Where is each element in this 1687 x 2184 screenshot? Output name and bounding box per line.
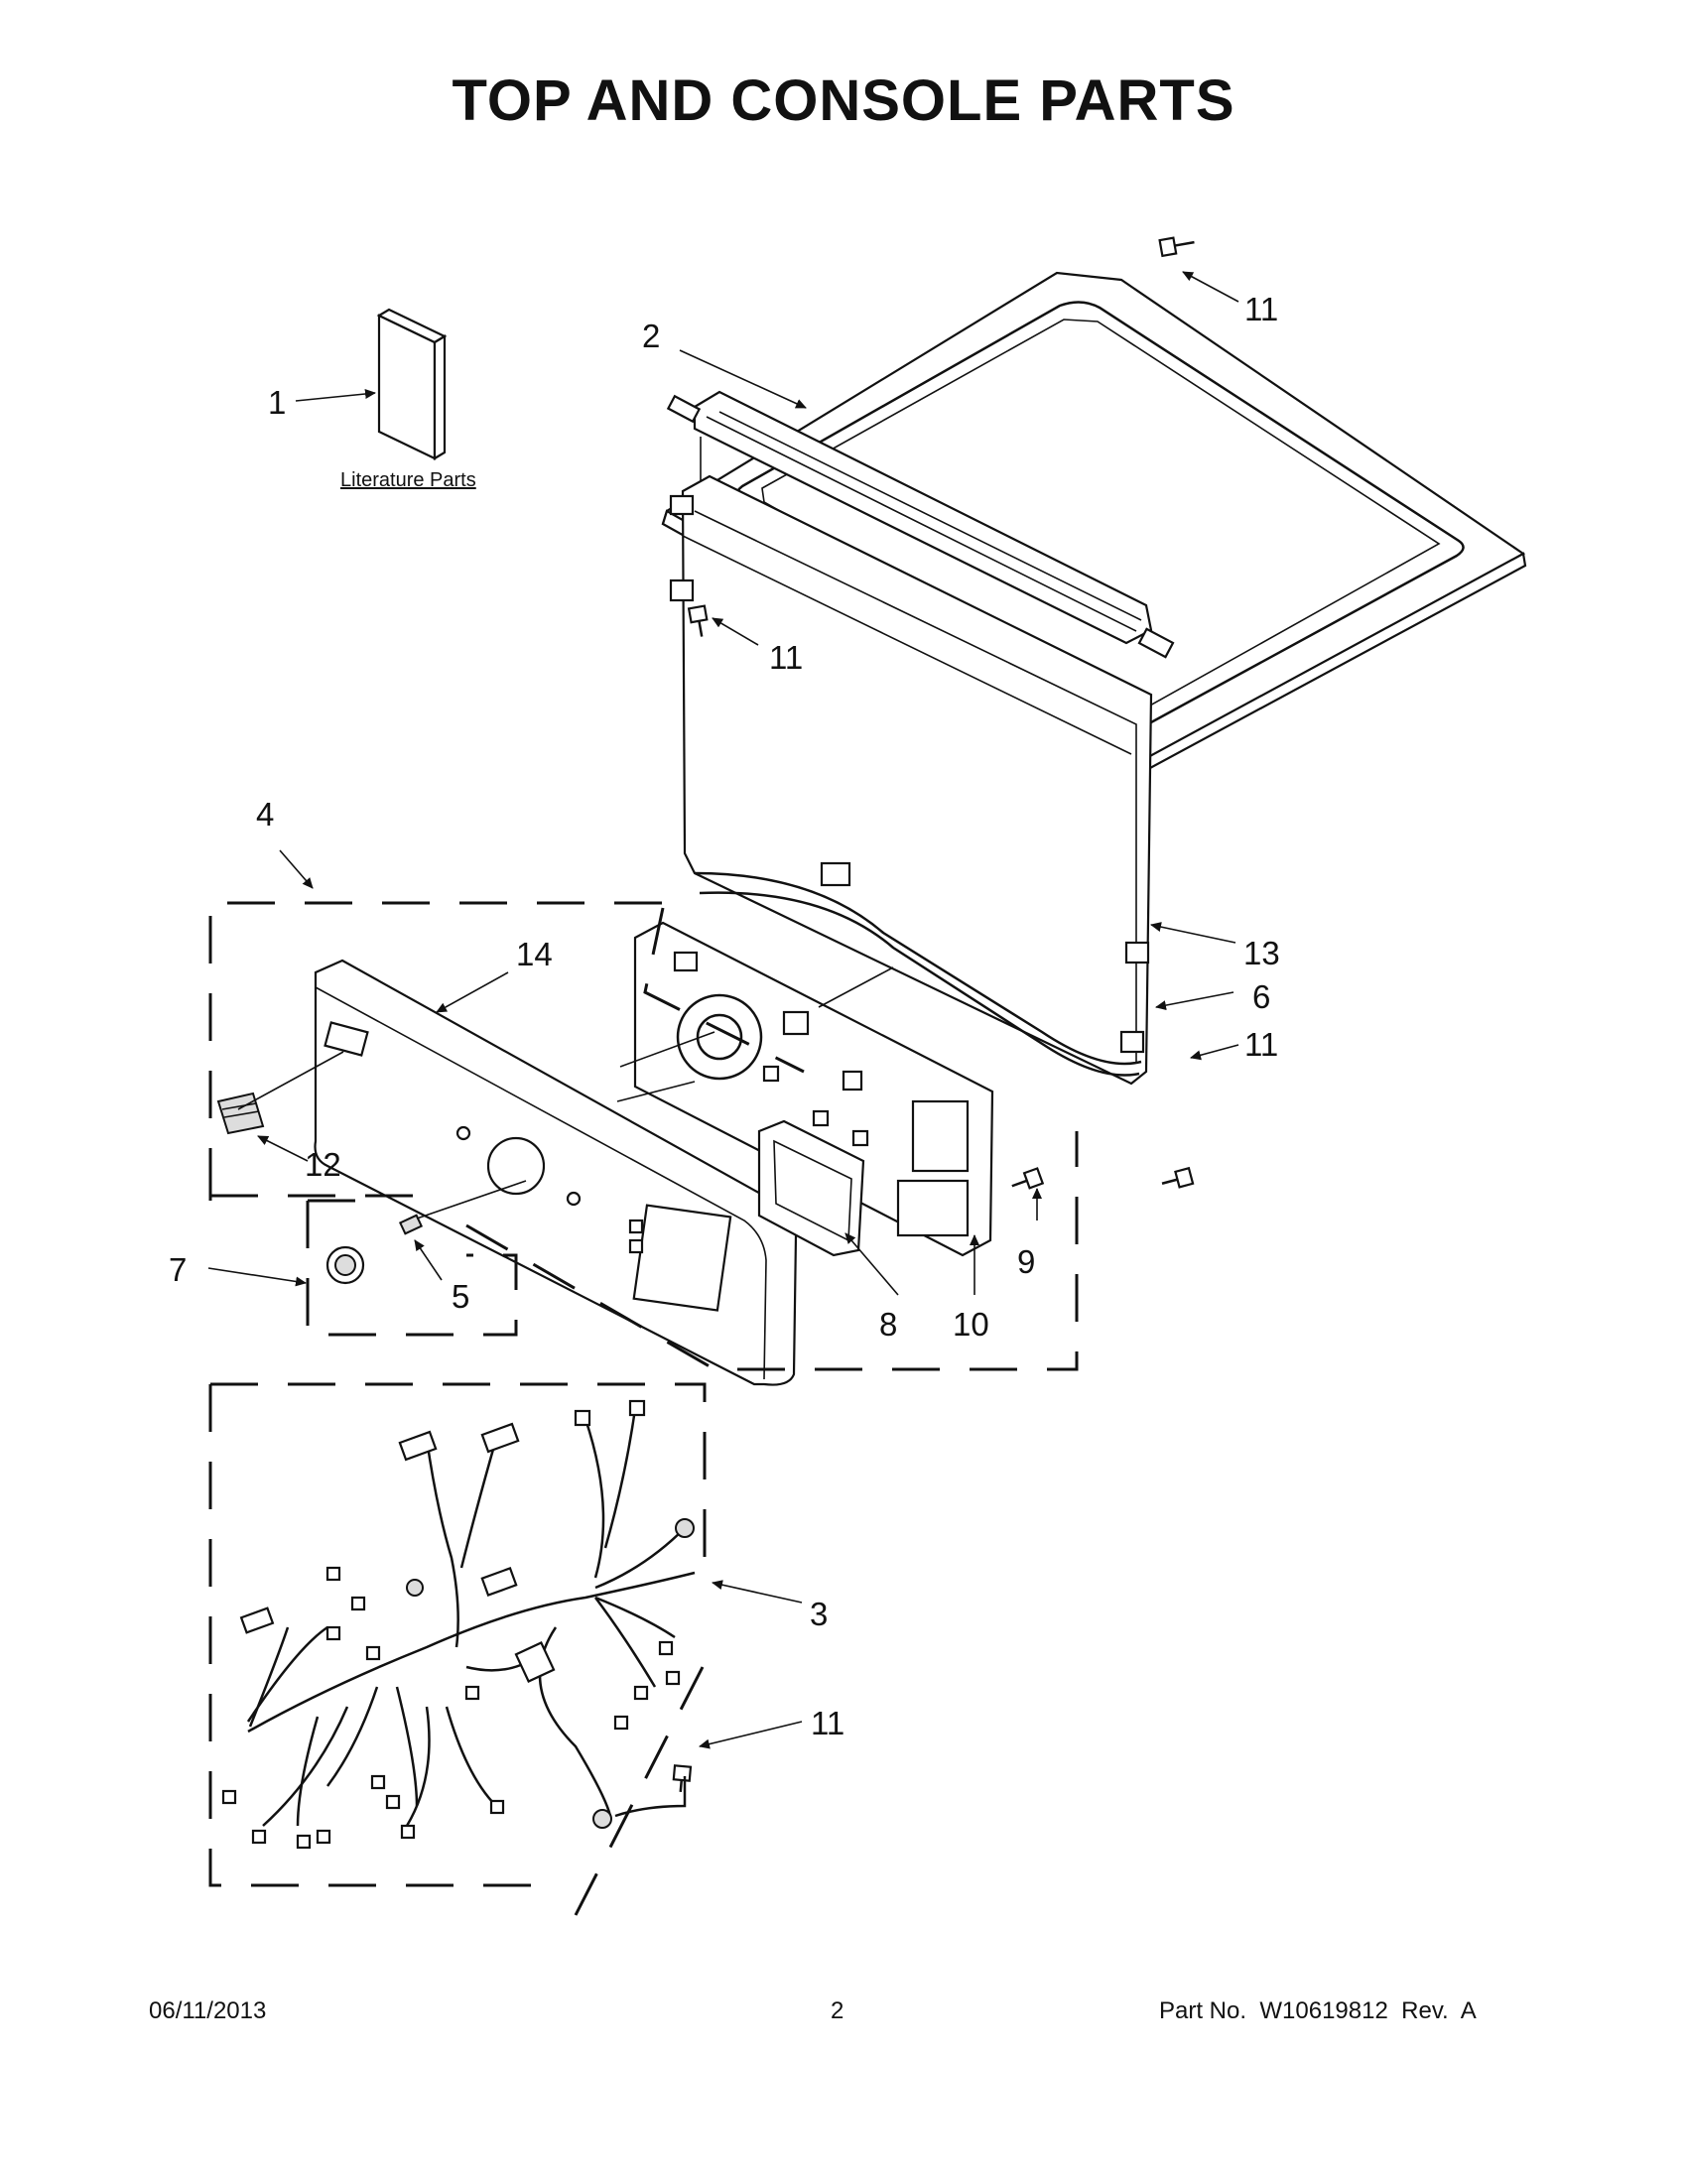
literature-booklet [376, 308, 448, 460]
console-frame [669, 474, 1153, 1086]
callout-5: 5 [452, 1278, 470, 1315]
callout-6: 6 [1252, 978, 1271, 1015]
callout-1: 1 [268, 384, 287, 421]
group-box-harness [208, 1382, 707, 1916]
callout-11-side: 11 [1244, 1026, 1279, 1063]
control-board [633, 921, 994, 1257]
screws [672, 236, 1195, 1793]
callout-12: 12 [305, 1146, 341, 1183]
knob [325, 1245, 365, 1285]
footer-date: 06/11/2013 [149, 1997, 267, 2024]
callout-3: 3 [810, 1596, 829, 1632]
callout-11-harness: 11 [811, 1705, 845, 1741]
footer-page-number: 2 [831, 1997, 844, 2024]
leader-lines [207, 271, 1239, 1749]
page-title: TOP AND CONSOLE PARTS [452, 68, 1235, 133]
group-box-knob [306, 1199, 518, 1337]
callout-2: 2 [642, 318, 661, 354]
literature-parts-label: Literature Parts [340, 469, 476, 491]
callout-9: 9 [1017, 1243, 1036, 1280]
callout-4: 4 [256, 796, 275, 833]
footer-part-number: Part No. W10619812 Rev. A [1159, 1997, 1477, 2024]
callout-10: 10 [953, 1306, 989, 1343]
wire-harness [221, 1399, 696, 1850]
callout-7: 7 [169, 1251, 188, 1288]
lens [216, 1092, 265, 1135]
console-panel [314, 959, 798, 1386]
callout-11-top: 11 [1244, 291, 1279, 327]
callout-8: 8 [879, 1306, 898, 1343]
callout-13: 13 [1243, 935, 1280, 971]
callout-14: 14 [516, 936, 553, 972]
group-box-console [208, 901, 1079, 1371]
callout-11-bracket: 11 [769, 639, 804, 676]
clip [398, 1214, 424, 1235]
